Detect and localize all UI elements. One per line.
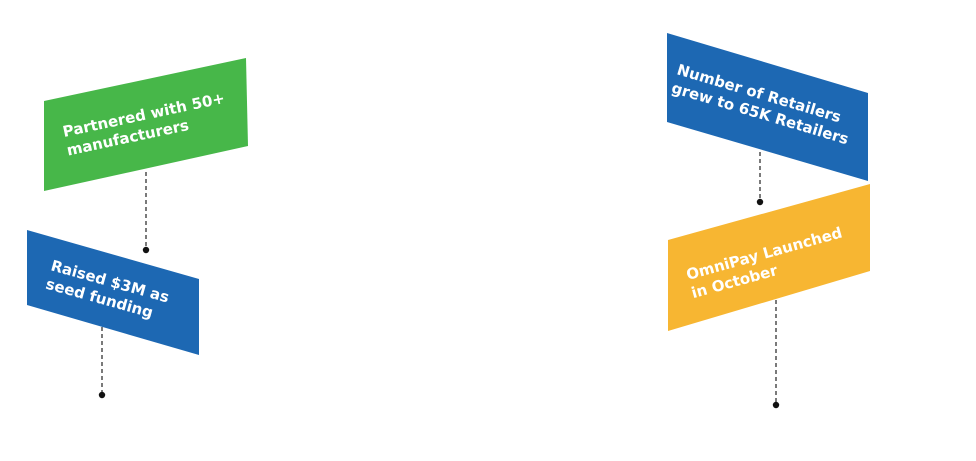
timeline-dot bbox=[756, 198, 764, 206]
milestone-seed-funding: Raised $3M as seed funding bbox=[27, 230, 199, 399]
milestone-omnipay-launch: OmniPay Launched in October bbox=[668, 184, 870, 409]
timeline-dot bbox=[142, 246, 150, 254]
milestone-retailers-growth: Number of Retailers grew to 65K Retailer… bbox=[667, 33, 868, 206]
milestone-card bbox=[668, 184, 870, 331]
milestone-partnered-manufacturers: Partnered with 50+ manufacturers bbox=[44, 58, 248, 254]
timeline-dot bbox=[98, 391, 106, 399]
milestone-card bbox=[667, 33, 868, 181]
milestone-card bbox=[44, 58, 248, 191]
milestone-card bbox=[27, 230, 199, 355]
timeline-dot bbox=[772, 401, 780, 409]
